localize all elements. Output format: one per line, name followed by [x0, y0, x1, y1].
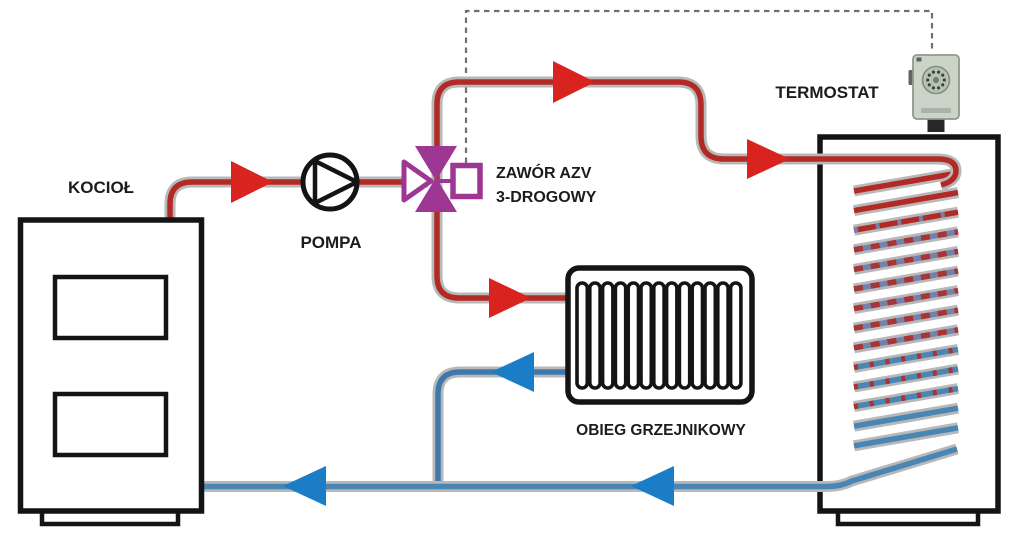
radiator-fins [575, 281, 743, 390]
radiator-circuit-label: OBIEG GRZEJNIKOWY [576, 422, 746, 439]
radiator-fin [639, 281, 654, 390]
dial-dot [937, 70, 941, 74]
boiler-door-upper [52, 274, 169, 341]
thermostat-detail-mark [916, 57, 922, 62]
dial-dot [941, 83, 945, 87]
radiator-fin [613, 281, 628, 390]
buffer-tank [817, 134, 1001, 527]
dial-dot [937, 86, 941, 90]
coil-row [853, 366, 959, 390]
radiator-fin [677, 281, 692, 390]
supply-pipe-run [164, 76, 962, 304]
coil-row [853, 307, 959, 331]
coil-row [853, 248, 959, 273]
coil-row [853, 209, 959, 233]
coil-row [853, 229, 959, 253]
radiator-fin [703, 281, 718, 390]
pump-impeller [312, 158, 360, 206]
radiator-fin [626, 281, 641, 390]
thermostat-label: TERMOSTAT [775, 83, 879, 102]
diagram-labels: KOCIOŁ POMPA ZAWÓR AZV 3-DROGOWY TERMOST… [68, 83, 879, 439]
dial-dot [926, 78, 930, 82]
coil-row [853, 425, 959, 449]
return-arrow-icon [631, 466, 674, 506]
thermostat-icon [908, 54, 960, 132]
radiator-fin [664, 281, 679, 390]
three-way-valve-icon [401, 146, 483, 212]
boiler [17, 217, 205, 527]
valve-label-line2: 3-DROGOWY [496, 189, 597, 206]
coil-row [853, 170, 959, 194]
dial-dot [927, 73, 931, 77]
supply-arrow-icon [747, 139, 790, 179]
return-arrow-icon [283, 466, 326, 506]
dial-dot [941, 73, 945, 77]
radiator-fin [728, 281, 743, 390]
boiler-label: KOCIOŁ [68, 178, 134, 197]
supply-arrow-icon [231, 161, 273, 203]
valve-label-line1: ZAWÓR AZV [496, 163, 592, 182]
radiator-fin [715, 281, 730, 390]
dial-dot [931, 70, 936, 74]
coil-row [853, 287, 959, 312]
dial-dot [931, 86, 936, 90]
return-arrow-icon [491, 352, 534, 392]
control-wire-dashed-line [464, 9, 934, 163]
dial-dot [927, 83, 931, 87]
coil-row [853, 189, 959, 214]
radiator-fin [690, 281, 705, 390]
valve-left-port [401, 159, 434, 203]
radiator-fin [587, 281, 602, 390]
pump-label: POMPA [300, 233, 361, 252]
supply-arrow-icon [489, 278, 531, 318]
pipe-boiler-to-valve-core [167, 179, 428, 224]
thermostat-dial-marks [926, 70, 946, 90]
valve-actuator [450, 162, 483, 200]
boiler-door-lower [52, 391, 169, 458]
coil-row [853, 327, 959, 351]
flow-arrows [231, 61, 790, 506]
radiator-fin [575, 281, 590, 390]
coil-row [853, 346, 959, 371]
dial-dot [942, 78, 946, 82]
pipe-valve-branches-core [434, 79, 959, 301]
return-pipe-run [203, 366, 959, 492]
coil-row [853, 405, 959, 429]
boiler-body [17, 217, 205, 514]
pump-icon [300, 152, 360, 212]
thermostat-label-strip [921, 108, 951, 113]
pipe-tank-to-boiler-core [203, 446, 958, 490]
supply-arrow-icon [553, 61, 595, 103]
radiator [565, 265, 755, 405]
dial-center [933, 77, 939, 83]
coil-row [853, 268, 959, 292]
coil-row [853, 385, 959, 410]
radiator-fin [651, 281, 666, 390]
radiator-fin [600, 281, 615, 390]
heat-exchanger-coil [853, 167, 959, 452]
pipe-radiator-return-core [435, 369, 568, 486]
